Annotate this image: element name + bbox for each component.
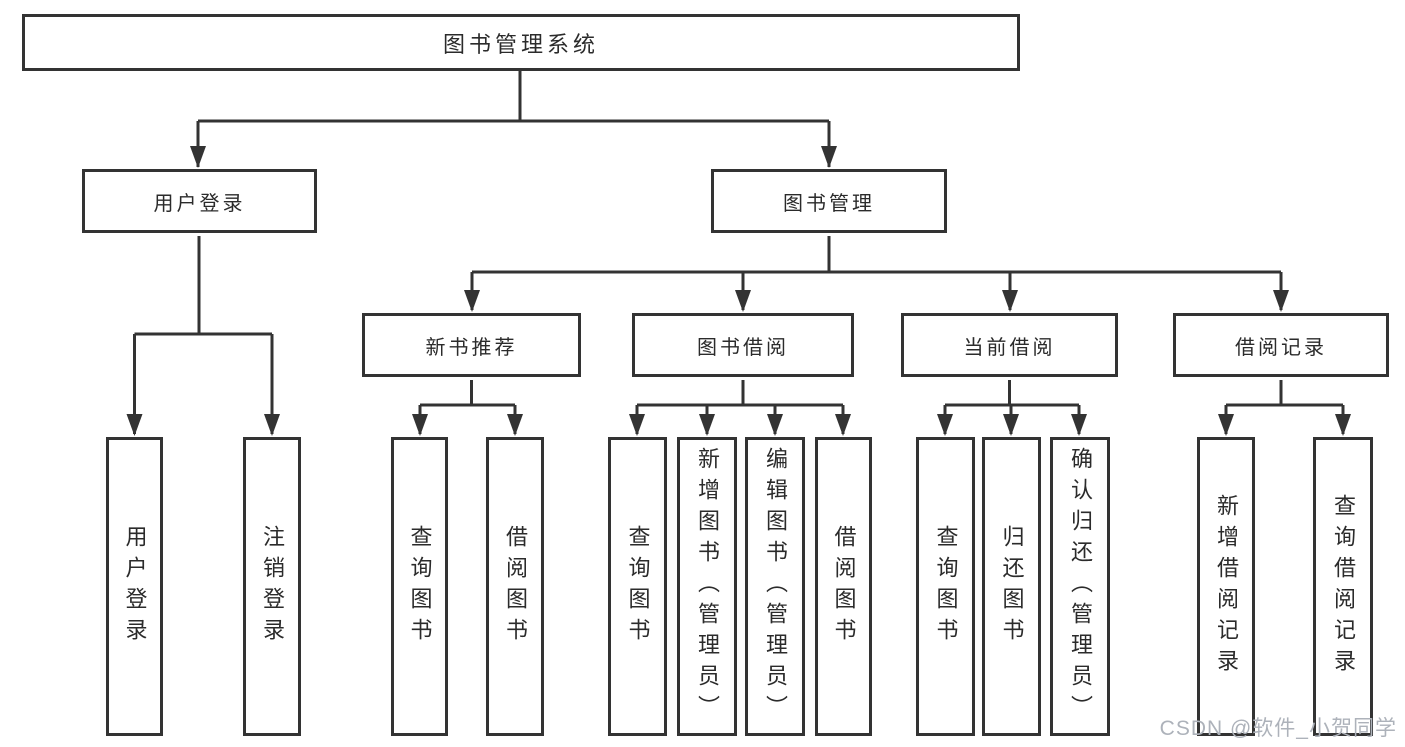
leaf-cb-query-books-label: 查询图书 bbox=[933, 524, 959, 649]
node-book-management: 图书管理 bbox=[711, 169, 947, 233]
arrowhead-icon bbox=[937, 414, 953, 436]
leaf-nbr-borrow-books: 借阅图书 bbox=[486, 437, 544, 736]
arrowhead-icon bbox=[1335, 414, 1351, 436]
leaf-bb-query-books: 查询图书 bbox=[608, 437, 667, 736]
leaf-bb-borrow-books-label: 借阅图书 bbox=[831, 524, 857, 649]
node-new-book-recommend: 新书推荐 bbox=[362, 313, 581, 377]
leaf-cb-confirm-return-admin-label: 确认归还（管理员） bbox=[1068, 447, 1093, 726]
leaf-bb-add-books-admin-label: 新增图书（管理员） bbox=[695, 447, 720, 726]
leaf-nbr-query-books: 查询图书 bbox=[391, 437, 448, 736]
arrowhead-icon bbox=[735, 290, 751, 312]
leaf-logout: 注销登录 bbox=[243, 437, 301, 736]
node-library-system-label: 图书管理系统 bbox=[442, 31, 599, 57]
leaf-bb-edit-books-admin: 编辑图书（管理员） bbox=[745, 437, 805, 736]
arrowhead-icon bbox=[1002, 290, 1018, 312]
connector-new-book-recommend bbox=[418, 380, 517, 434]
node-borrowing-records-label: 借阅记录 bbox=[1235, 336, 1327, 359]
leaf-br-add-record-label: 新增借阅记录 bbox=[1214, 493, 1239, 680]
leaf-cb-return-books-label: 归还图书 bbox=[999, 524, 1025, 649]
node-book-management-label: 图书管理 bbox=[783, 192, 875, 215]
arrowhead-icon bbox=[767, 414, 783, 436]
arrowheads bbox=[126, 146, 1351, 436]
leaf-user-login: 用户登录 bbox=[106, 437, 163, 736]
arrowhead-icon bbox=[464, 290, 480, 312]
leaf-cb-return-books: 归还图书 bbox=[982, 437, 1041, 736]
connector-user-login bbox=[133, 236, 274, 434]
leaf-br-query-record-label: 查询借阅记录 bbox=[1331, 493, 1356, 680]
arrowhead-icon bbox=[507, 414, 523, 436]
node-book-borrowing-label: 图书借阅 bbox=[697, 336, 789, 359]
arrowhead-icon bbox=[835, 414, 851, 436]
leaf-logout-label: 注销登录 bbox=[260, 524, 285, 649]
leaf-br-add-record: 新增借阅记录 bbox=[1197, 437, 1255, 736]
connector-segments bbox=[133, 71, 1345, 434]
arrowhead-icon bbox=[699, 414, 715, 436]
node-user-login: 用户登录 bbox=[82, 169, 317, 233]
connector-root bbox=[196, 71, 831, 167]
node-current-borrowing: 当前借阅 bbox=[901, 313, 1118, 377]
node-user-login-label: 用户登录 bbox=[153, 192, 246, 215]
connector-book-borrowing bbox=[635, 380, 845, 434]
leaf-user-login-label: 用户登录 bbox=[122, 524, 148, 649]
arrowhead-icon bbox=[264, 414, 280, 436]
leaf-bb-borrow-books: 借阅图书 bbox=[815, 437, 872, 736]
leaf-br-query-record: 查询借阅记录 bbox=[1313, 437, 1373, 736]
leaf-bb-query-books-label: 查询图书 bbox=[625, 524, 651, 649]
leaf-cb-confirm-return-admin: 确认归还（管理员） bbox=[1050, 437, 1110, 736]
arrowhead-icon bbox=[1218, 414, 1234, 436]
leaf-bb-add-books-admin: 新增图书（管理员） bbox=[677, 437, 737, 736]
leaf-nbr-query-books-label: 查询图书 bbox=[407, 524, 433, 649]
arrowhead-icon bbox=[1003, 414, 1019, 436]
node-new-book-recommend-label: 新书推荐 bbox=[425, 336, 518, 359]
arrowhead-icon bbox=[629, 414, 645, 436]
node-borrowing-records: 借阅记录 bbox=[1173, 313, 1389, 377]
arrowhead-icon bbox=[1273, 290, 1289, 312]
node-current-borrowing-label: 当前借阅 bbox=[963, 336, 1056, 359]
arrowhead-icon bbox=[821, 146, 837, 168]
connector-borrowing-records bbox=[1224, 380, 1345, 434]
arrowhead-icon bbox=[126, 414, 143, 436]
arrowhead-icon bbox=[1071, 414, 1087, 436]
arrowhead-icon bbox=[190, 146, 206, 168]
node-book-borrowing: 图书借阅 bbox=[632, 313, 854, 377]
leaf-nbr-borrow-books-label: 借阅图书 bbox=[503, 524, 528, 649]
leaf-cb-query-books: 查询图书 bbox=[916, 437, 975, 736]
node-library-system: 图书管理系统 bbox=[22, 14, 1020, 71]
arrowhead-icon bbox=[412, 414, 428, 436]
connector-book-management bbox=[470, 236, 1283, 310]
leaf-bb-edit-books-admin-label: 编辑图书（管理员） bbox=[763, 447, 788, 726]
